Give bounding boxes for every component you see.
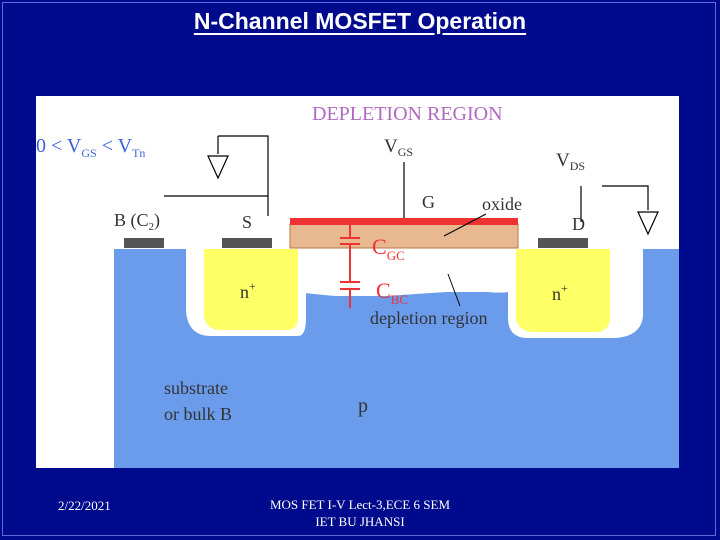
cgc-label: CGC [372,234,405,263]
oxide-label: oxide [482,194,522,214]
depletion-pointer [447,273,461,307]
drain-ground-wire [602,185,649,210]
diagram-heading: DEPLETION REGION [312,103,503,125]
n-plus-source-region [204,248,298,330]
drain-contact [538,238,588,248]
footer-line-2: IET BU JHANSI [315,514,405,529]
drain-terminal-label: D [572,214,585,234]
body-terminal-label: B (C2) [114,210,160,233]
gate-metal [290,218,518,225]
body-source-wire [164,135,269,197]
bias-condition-label: 0 < VGS < VTn [36,135,145,160]
body-contact [124,238,164,248]
depletion-region-area [298,248,516,296]
slide-footer: MOS FET I-V Lect-3,ECE 6 SEM IET BU JHAN… [250,496,470,530]
ground-right-icon [637,211,659,236]
gate-oxide [289,223,519,249]
source-contact [222,238,272,248]
mosfet-diagram: DEPLETION REGION 0 < VGS < VTn VGS VDS B… [36,96,679,468]
bulk-label: or bulk B [164,404,232,424]
p-type-label: p [358,395,368,417]
n-plus-source-label: n+ [240,279,256,302]
depletion-region-label: depletion region [370,308,487,328]
cbc-label: CBC [376,278,408,307]
gate-terminal-label: G [422,192,435,212]
slide-title: N-Channel MOSFET Operation [193,8,527,34]
cgc-capacitor-icon [340,224,360,282]
source-terminal-label: S [242,212,252,232]
vds-label: VDS [556,150,585,173]
slide-date: 2/22/2021 [58,498,111,513]
substrate-label: substrate [164,378,228,398]
n-plus-drain-region [516,248,610,332]
footer-line-1: MOS FET I-V Lect-3,ECE 6 SEM [269,497,451,512]
oxide-pointer [443,213,487,237]
n-plus-drain-label: n+ [552,281,568,304]
cbc-capacitor-icon [340,281,360,308]
vgs-label: VGS [384,136,413,159]
ground-left-icon [207,155,229,180]
